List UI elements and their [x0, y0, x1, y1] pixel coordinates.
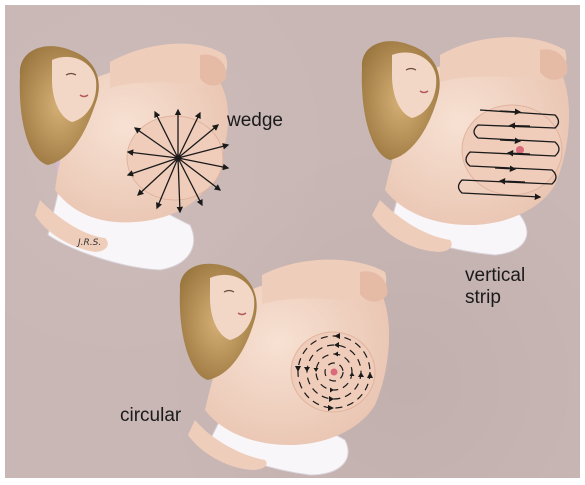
figure-circular — [180, 260, 389, 475]
label-wedge: wedge — [227, 110, 283, 131]
label-circular: circular — [120, 405, 181, 426]
label-strip: strip — [465, 287, 501, 308]
nipple — [331, 369, 338, 376]
label-vertical: vertical — [465, 265, 525, 286]
figure-vertical-strip — [362, 37, 569, 255]
figure-wedge — [20, 44, 228, 270]
artist-signature: J.R.S. — [78, 238, 101, 248]
